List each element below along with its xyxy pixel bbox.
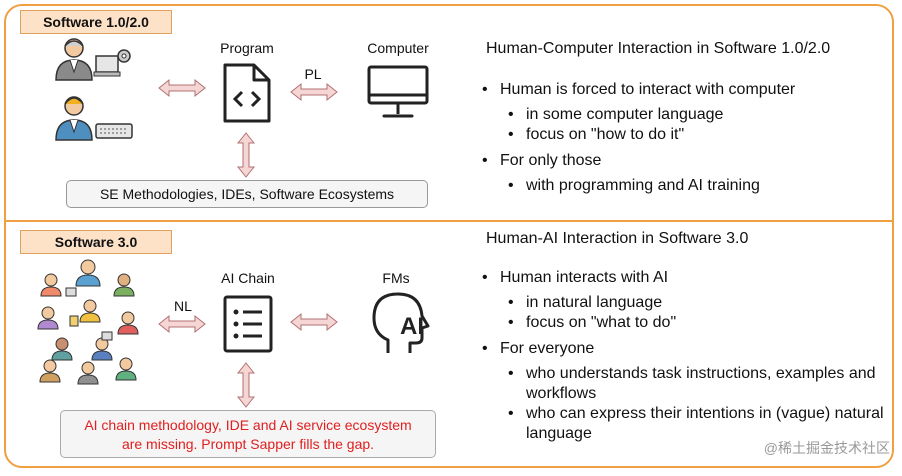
sub-bullet-item: who can express their intentions in (vag… (480, 404, 890, 444)
users-icon (37, 259, 139, 385)
missing-box-line-1: AI chain methodology, IDE and AI service… (84, 417, 412, 433)
sub-bullet-item: in natural language (480, 293, 890, 313)
program-label: Program (220, 40, 274, 56)
sub-bullet-item: in some computer language (480, 105, 880, 125)
top-bullet-list: Human is forced to interact with compute… (480, 80, 880, 196)
vertical-double-arrow-icon (236, 132, 256, 178)
double-arrow-icon (158, 314, 206, 334)
sub-bullet-item: focus on "what to do" (480, 313, 890, 333)
bottom-title: Human-AI Interaction in Software 3.0 (486, 230, 749, 247)
vertical-double-arrow-icon (236, 362, 256, 408)
missing-box-line-2: are missing. Prompt Sapper fills the gap… (121, 436, 375, 452)
sub-bullet-item: with programming and AI training (480, 176, 880, 196)
double-arrow-icon (158, 78, 206, 98)
bullet-item: For everyone (480, 339, 890, 359)
se-methodologies-box: SE Methodologies, IDEs, Software Ecosyst… (66, 180, 428, 208)
fms-label: FMs (382, 270, 410, 286)
double-arrow-icon (290, 82, 338, 102)
bullet-item: For only those (480, 151, 880, 171)
software-3-tag: Software 3.0 (20, 230, 172, 254)
bottom-bullet-list: Human interacts with AI in natural langu… (480, 268, 890, 444)
outer-frame (4, 4, 894, 468)
top-title: Human-Computer Interaction in Software 1… (486, 40, 831, 57)
code-file-icon (223, 63, 271, 123)
computer-monitor-icon (367, 65, 429, 118)
computer-label: Computer (367, 40, 429, 56)
sub-bullet-item: focus on "how to do it" (480, 125, 880, 145)
software-1-tag: Software 1.0/2.0 (20, 10, 172, 34)
bullet-item: Human interacts with AI (480, 268, 890, 288)
sub-bullet-item: who understands task instructions, examp… (480, 364, 890, 404)
missing-ecosystem-box: AI chain methodology, IDE and AI service… (60, 410, 436, 458)
bullet-item: Human is forced to interact with compute… (480, 80, 880, 100)
ai-head-icon: AI (372, 292, 430, 353)
ai-text: AI (400, 313, 424, 340)
ai-chain-label: AI Chain (221, 270, 275, 286)
pl-label: PL (304, 66, 322, 82)
checklist-icon (223, 295, 273, 353)
nl-label: NL (174, 298, 192, 314)
section-divider (4, 220, 894, 222)
watermark: @稀土掘金技术社区 (763, 440, 890, 456)
double-arrow-icon (290, 312, 338, 332)
developers-icon (55, 38, 133, 141)
